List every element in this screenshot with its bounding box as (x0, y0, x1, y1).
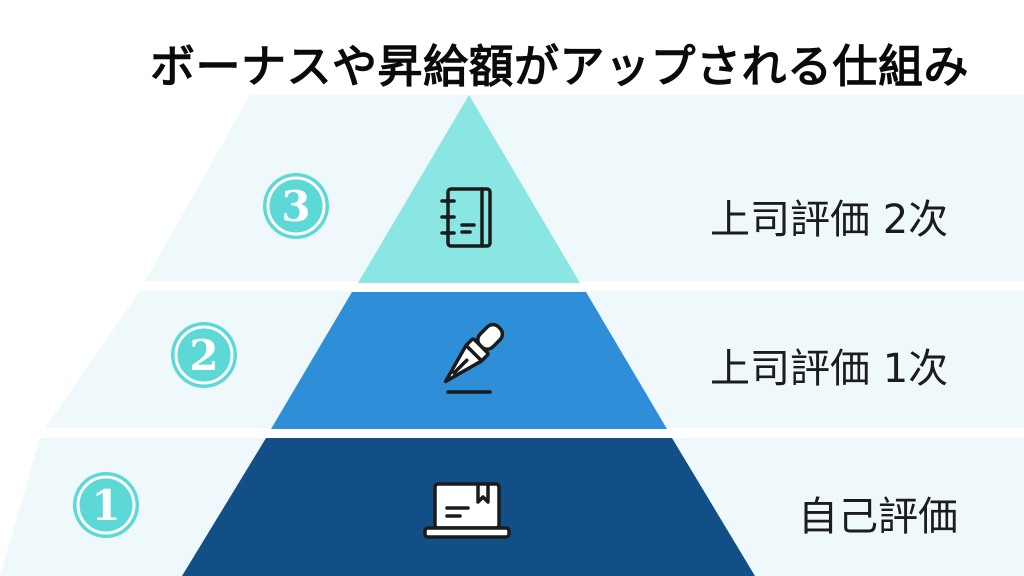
badge-level-2: 2 (171, 322, 237, 388)
diagram-title: ボーナスや昇給額がアップされる仕組み (150, 40, 970, 93)
badge-level-3: 3 (263, 173, 329, 239)
badge-number-3: 3 (281, 182, 310, 231)
badge-number-2: 2 (189, 331, 218, 380)
level-label-1: 自己評価 (798, 494, 958, 540)
notebook-icon (440, 187, 492, 248)
level-label-3: 上司評価 2次 (710, 197, 949, 243)
badge-number-1: 1 (91, 481, 120, 530)
level-label-2: 上司評価 1次 (710, 346, 949, 392)
laptop-icon (423, 482, 511, 539)
badge-level-1: 1 (73, 472, 139, 538)
fountain-pen-icon (443, 322, 505, 394)
band-level-3 (145, 95, 1024, 281)
